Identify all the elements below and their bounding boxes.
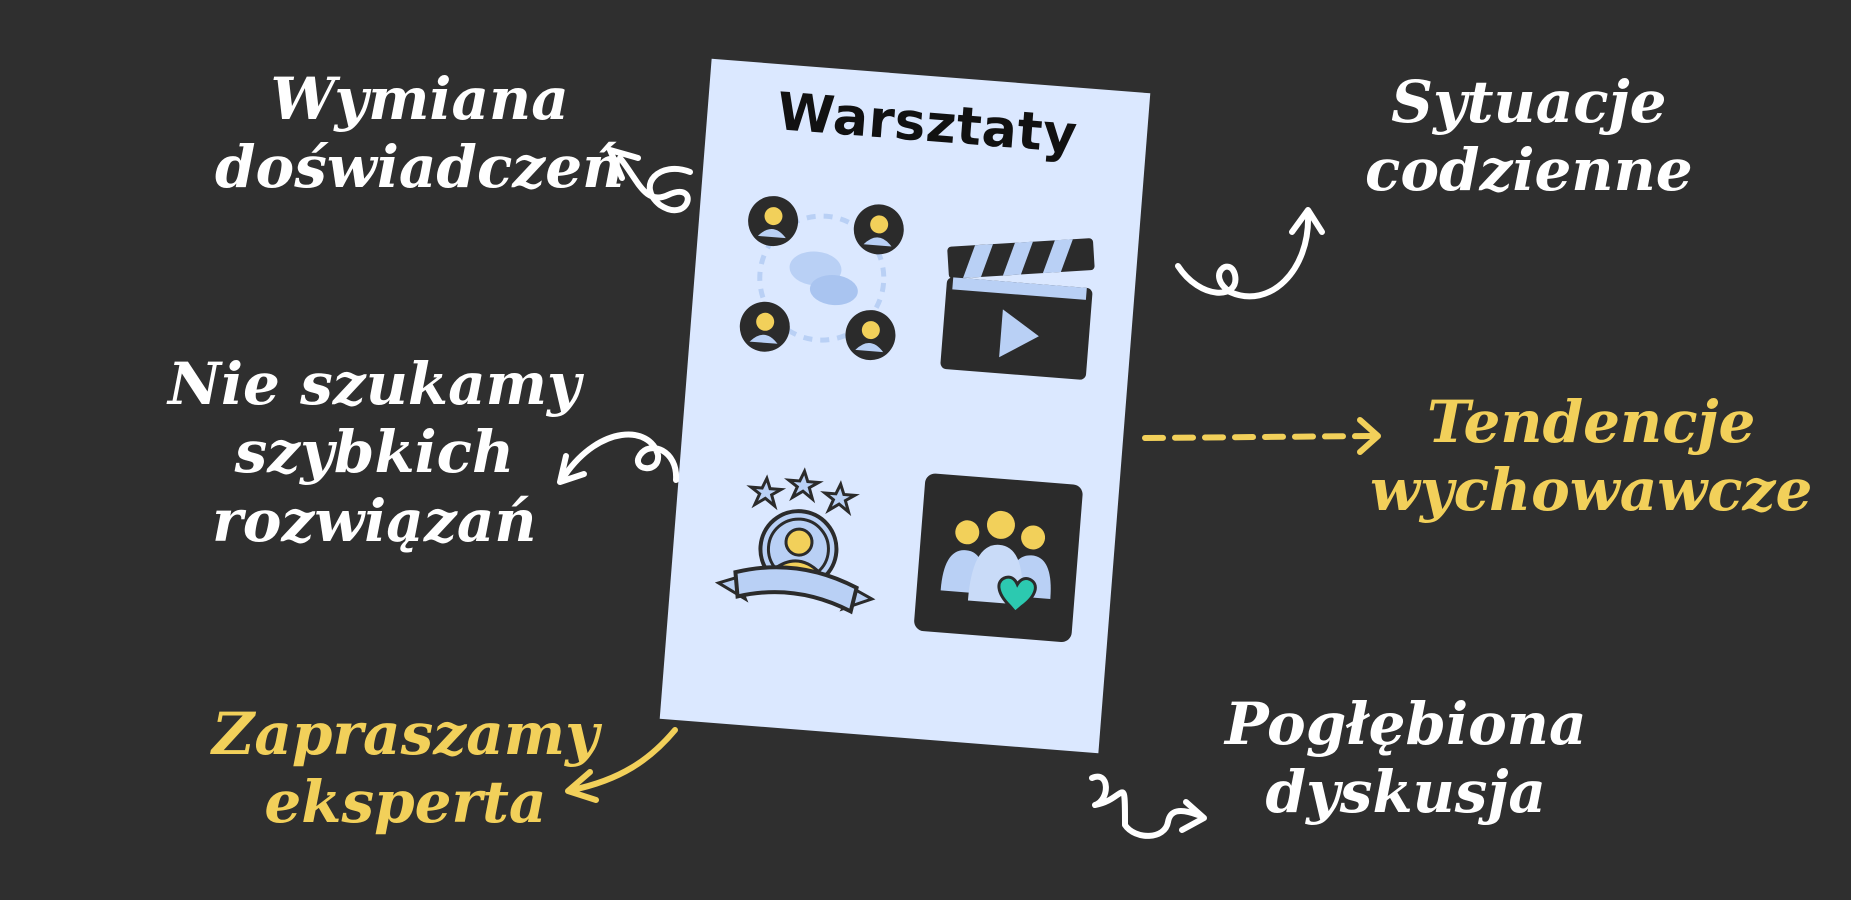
- family-heart-icon: [914, 473, 1083, 642]
- label-top-left: Wymiana doświadczeń: [215, 65, 625, 202]
- label-top-right: Sytuacje codzienne: [1365, 68, 1693, 205]
- label-bottom-left: Zapraszamy eksperta: [212, 700, 599, 837]
- arrow-top-right: [1175, 212, 1312, 300]
- card-title: Warsztaty: [774, 82, 1080, 166]
- workshop-card: Warsztaty: [659, 58, 1151, 754]
- label-bottom-right: Pogłębiona dyskusja: [1225, 690, 1587, 827]
- people-discussion-icon: [739, 196, 904, 361]
- clapperboard-icon: [940, 238, 1095, 380]
- expert-award-icon: [714, 467, 876, 615]
- arrow-mid-right: [1142, 433, 1378, 441]
- label-mid-right: Tendencje wychowawcze: [1370, 388, 1813, 525]
- arrow-mid-left: [562, 431, 680, 483]
- arrow-top-left: [617, 155, 693, 214]
- arrow-bottom-right: [1089, 773, 1201, 839]
- label-mid-left: Nie szukamy szybkich rozwiązań: [168, 350, 581, 555]
